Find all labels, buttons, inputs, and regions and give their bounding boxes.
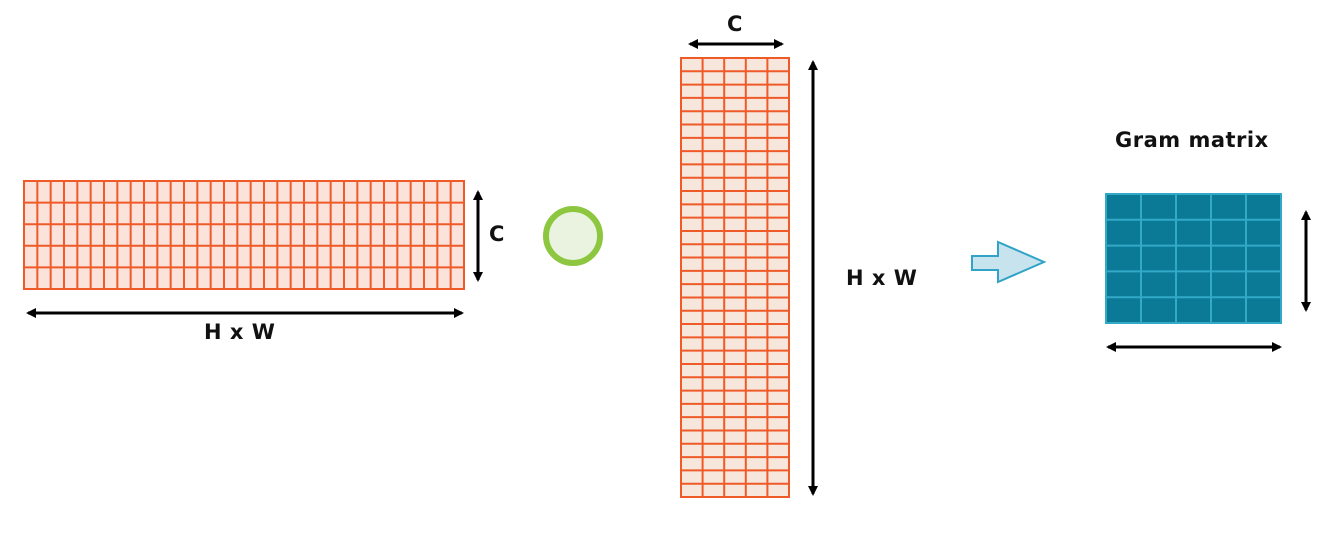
right-width-label: C bbox=[727, 12, 743, 36]
feature-matrix-transposed bbox=[680, 57, 790, 498]
gram-matrix-title: Gram matrix bbox=[1115, 128, 1269, 152]
result-arrow-icon bbox=[971, 240, 1047, 284]
left-width-label: H x W bbox=[204, 320, 276, 344]
gram-matrix bbox=[1105, 193, 1282, 324]
left-height-label: C bbox=[489, 222, 505, 246]
multiply-operator-circle bbox=[543, 206, 603, 266]
feature-matrix bbox=[23, 180, 465, 290]
matrix-border bbox=[680, 57, 790, 498]
matrix-border bbox=[23, 180, 465, 290]
matrix-border bbox=[1105, 193, 1282, 324]
right-height-label: H x W bbox=[846, 266, 918, 290]
